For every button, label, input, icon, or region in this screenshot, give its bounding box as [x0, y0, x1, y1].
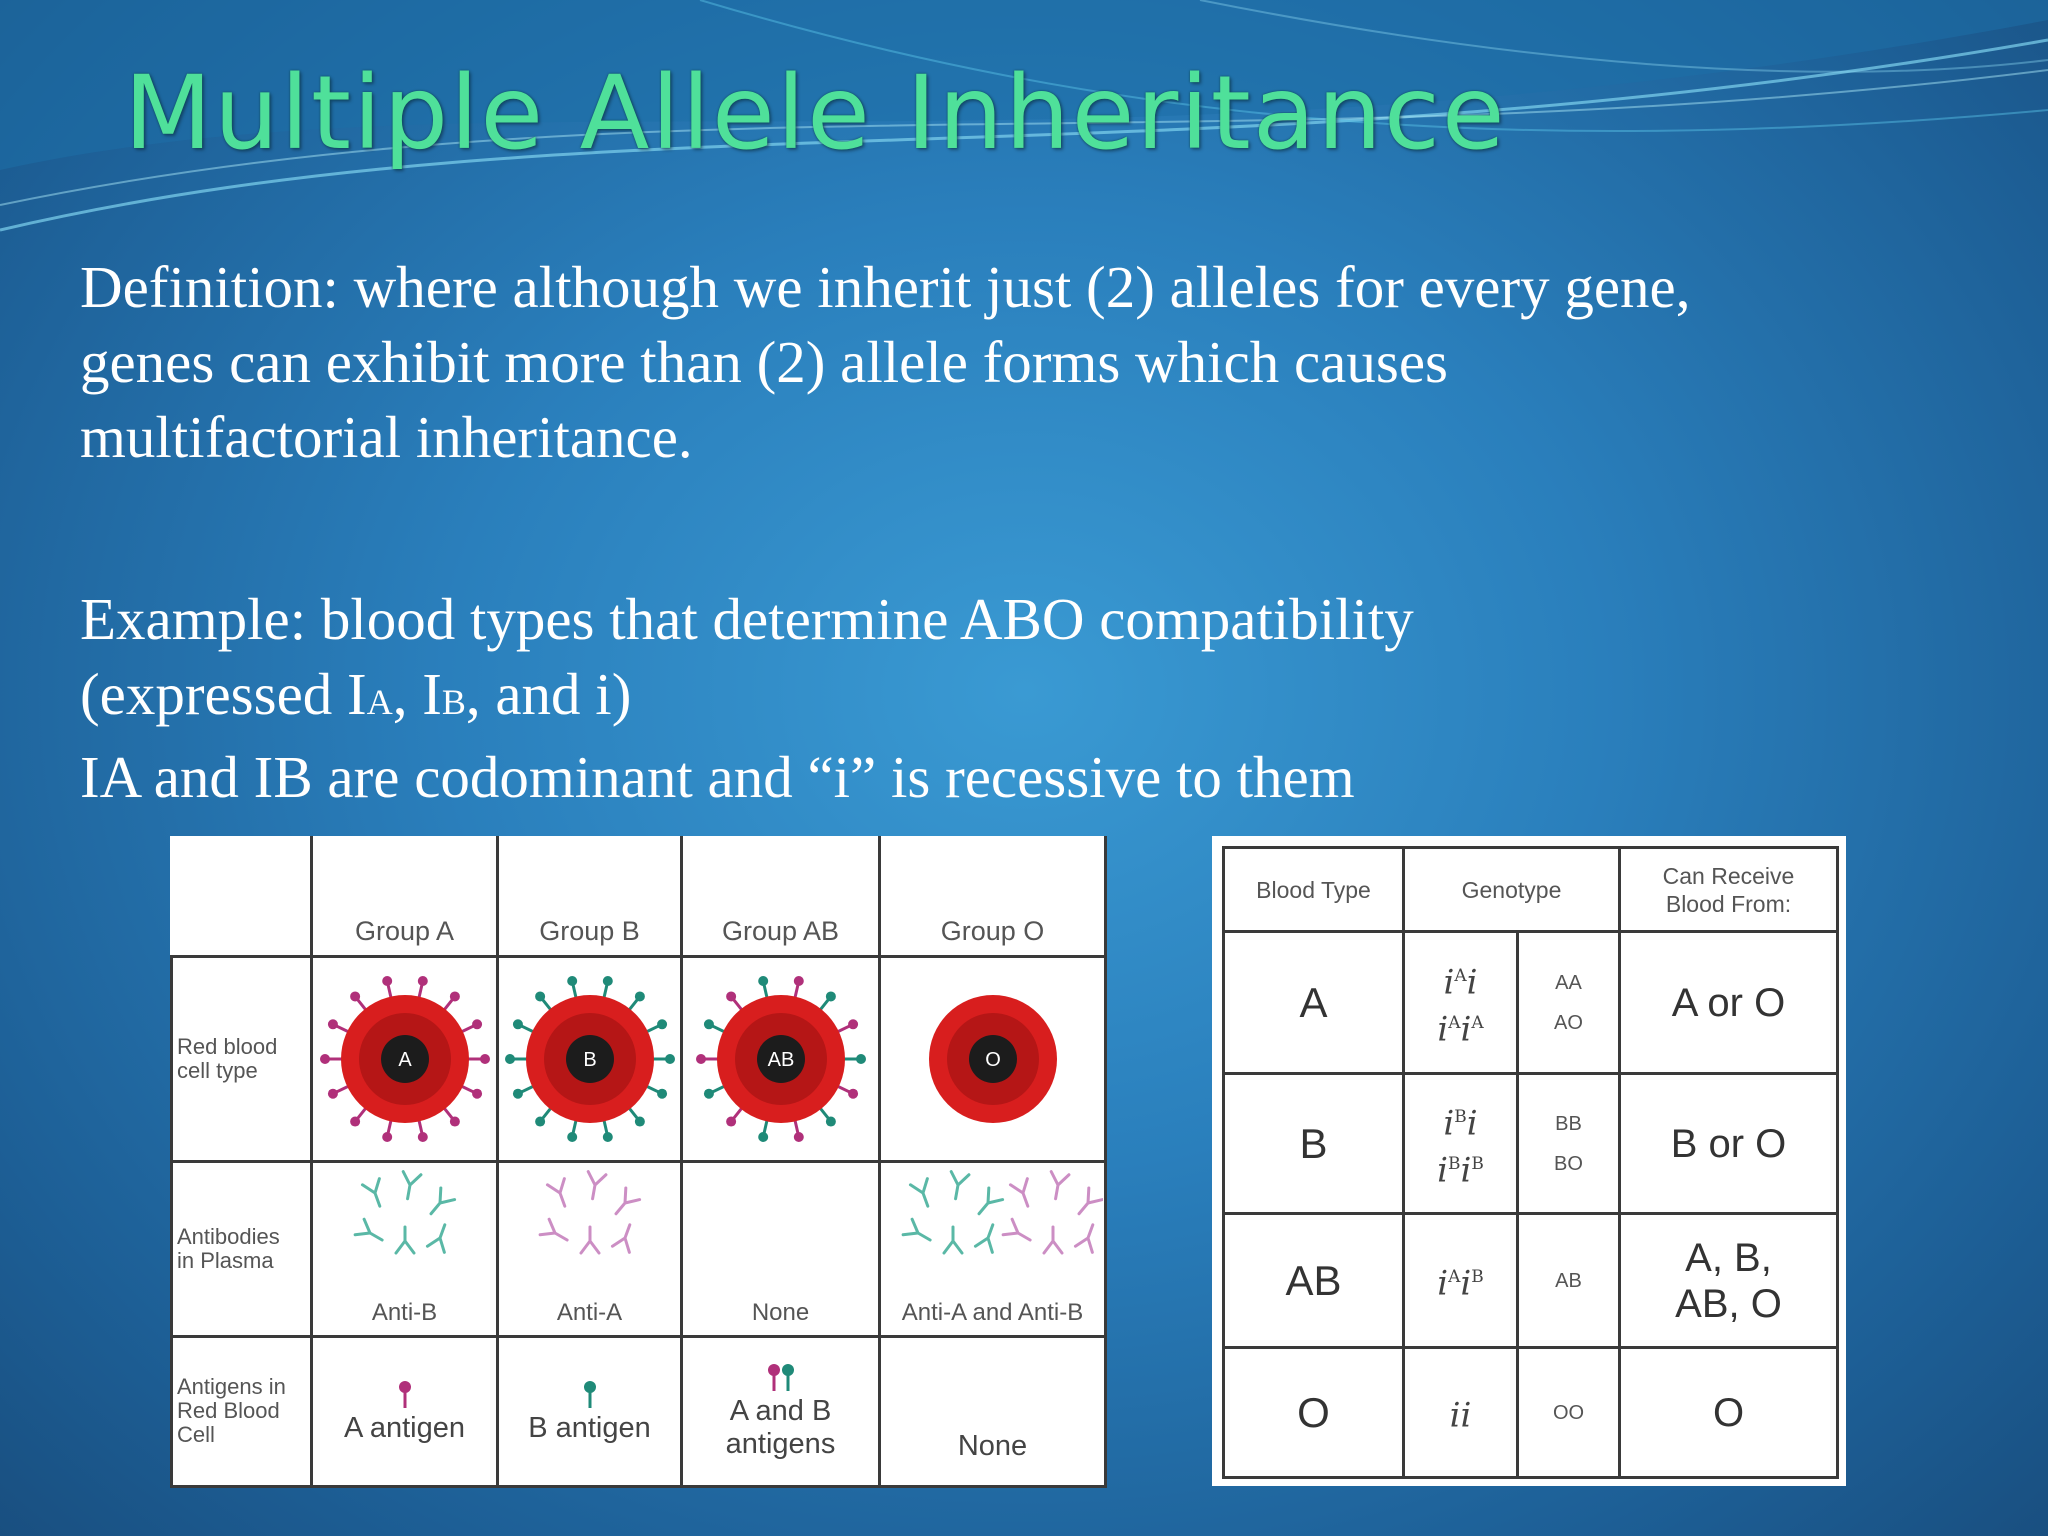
group-header: Group AB — [680, 836, 881, 958]
header-genotype: Genotype — [1402, 846, 1621, 933]
blood-type-cell: A — [1222, 930, 1405, 1075]
svg-text:O: O — [985, 1049, 1001, 1071]
red-blood-cell-icon: AB — [695, 975, 866, 1142]
can-receive-cell: A or O — [1618, 930, 1839, 1075]
group-header: Group B — [496, 836, 683, 958]
blood-type-cell: O — [1222, 1346, 1405, 1479]
example-line: Example: blood types that determine ABO … — [80, 586, 1414, 652]
example-line: IA and IB are codominant and “i” is rece… — [80, 744, 1355, 810]
red-blood-cell-icon: B — [504, 975, 675, 1142]
genotype-symbols: iAi iAiA — [1402, 930, 1519, 1075]
header-blood-type: Blood Type — [1222, 846, 1405, 933]
definition-text: Definition: where although we inherit ju… — [80, 250, 1980, 475]
antibody-cell: Anti-A — [496, 1159, 683, 1338]
svg-text:B: B — [583, 1049, 596, 1071]
definition-line: multifactorial inheritance. — [80, 404, 693, 470]
antigen-cell: B antigen — [496, 1334, 683, 1488]
cell-image-a: A — [310, 954, 499, 1163]
group-header: Group O — [878, 836, 1107, 958]
antigen-cell: A antigen — [310, 1334, 499, 1488]
antibody-icon — [353, 1169, 456, 1254]
antigen-icon — [767, 1364, 794, 1391]
svg-text:A: A — [398, 1049, 412, 1071]
cell-image-ab: AB — [680, 954, 881, 1163]
blood-group-figure: Group A Group B Group AB Group O Red blo… — [170, 836, 1107, 1488]
blood-group-table: Group A Group B Group AB Group O Red blo… — [170, 836, 1107, 1488]
definition-line: Definition: where although we inherit ju… — [80, 254, 1691, 320]
genotype-letters: OO — [1516, 1346, 1621, 1479]
definition-line: genes can exhibit more than (2) allele f… — [80, 329, 1448, 395]
can-receive-cell: A, B,AB, O — [1618, 1212, 1839, 1349]
table-corner — [171, 836, 313, 958]
antigen-cell: None — [878, 1334, 1107, 1488]
genotype-symbols: iBi iBiB — [1402, 1072, 1519, 1215]
group-header: Group A — [310, 836, 499, 958]
svg-text:AB: AB — [767, 1049, 794, 1071]
blood-type-cell: B — [1222, 1072, 1405, 1215]
antigen-icon — [398, 1380, 411, 1408]
cell-image-o: O — [878, 954, 1107, 1163]
antigen-cell: A and B antigens — [680, 1334, 881, 1488]
genotype-symbols: iAiB — [1402, 1212, 1519, 1349]
antibody-cell: None — [680, 1159, 881, 1338]
cell-image-b: B — [496, 954, 683, 1163]
antigen-icon — [583, 1380, 596, 1408]
can-receive-cell: B or O — [1618, 1072, 1839, 1215]
genotype-symbols: ii — [1402, 1346, 1519, 1479]
decorative-swoosh — [0, 0, 2048, 232]
blood-type-cell: AB — [1222, 1212, 1405, 1349]
antibody-cell: Anti-B — [310, 1159, 499, 1338]
antibody-icon — [901, 1169, 1103, 1254]
example-text: Example: blood types that determine ABO … — [80, 582, 1980, 815]
genotype-letters: AB — [1516, 1212, 1621, 1349]
antibody-icon — [538, 1169, 641, 1254]
example-line-alleles: (expressed IA, IB, and i) — [80, 661, 632, 727]
antibody-cell: Anti-A and Anti-B — [878, 1159, 1107, 1338]
red-blood-cell-icon: O — [928, 994, 1057, 1123]
slide-title: Multiple Allele Inheritance — [124, 54, 1507, 173]
can-receive-cell: O — [1618, 1346, 1839, 1479]
red-blood-cell-icon: A — [319, 975, 490, 1142]
